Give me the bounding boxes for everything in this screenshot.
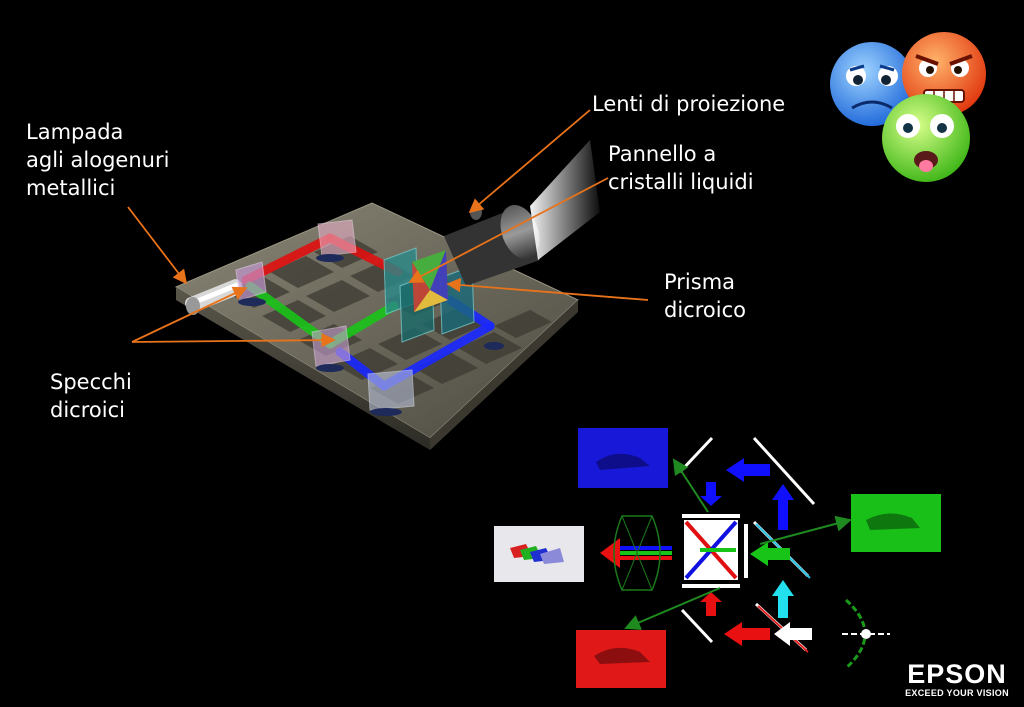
projector-illustration — [174, 140, 600, 450]
label-lampada-line1: Lampada — [26, 120, 124, 144]
label-specchi-line2: dicroici — [50, 398, 125, 422]
schematic-prism — [682, 514, 748, 588]
dichroic-mirrors — [235, 219, 504, 416]
label-lampada-line2: agli alogenuri — [26, 148, 170, 172]
platform-side-right — [430, 300, 578, 450]
label-pointers — [127, 109, 649, 348]
label-prisma-line2: dicroico — [664, 298, 746, 322]
brand-tagline: EXCEED YOUR VISION — [905, 688, 1009, 698]
label-specchi: Specchi dicroici — [50, 368, 132, 424]
label-pannello-line1: Pannello a — [608, 142, 717, 166]
epson-logo: EPSON EXCEED YOUR VISION — [898, 660, 1016, 699]
optical-schematic — [494, 428, 941, 688]
projection-lens — [444, 140, 600, 286]
sick-green-face-icon — [882, 94, 970, 182]
label-pannello: Pannello a cristalli liquidi — [608, 140, 754, 196]
sad-blue-face-icon — [830, 42, 914, 126]
label-pannello-line2: cristalli liquidi — [608, 170, 754, 194]
lamp-symbol — [842, 598, 890, 670]
label-lampada-line3: metallici — [26, 176, 116, 200]
label-lenti-di-proiezione: Lenti di proiezione — [592, 92, 786, 116]
brand-name: EPSON — [907, 659, 1007, 689]
label-prisma-line1: Prisma — [664, 270, 736, 294]
label-specchi-line1: Specchi — [50, 370, 132, 394]
label-prisma: Prisma dicroico — [664, 268, 746, 324]
label-lampada: Lampada agli alogenuri metallici — [26, 118, 169, 202]
platform-side-left — [176, 287, 430, 450]
light-path-arrows — [600, 458, 812, 646]
prism-assembly — [383, 247, 475, 343]
